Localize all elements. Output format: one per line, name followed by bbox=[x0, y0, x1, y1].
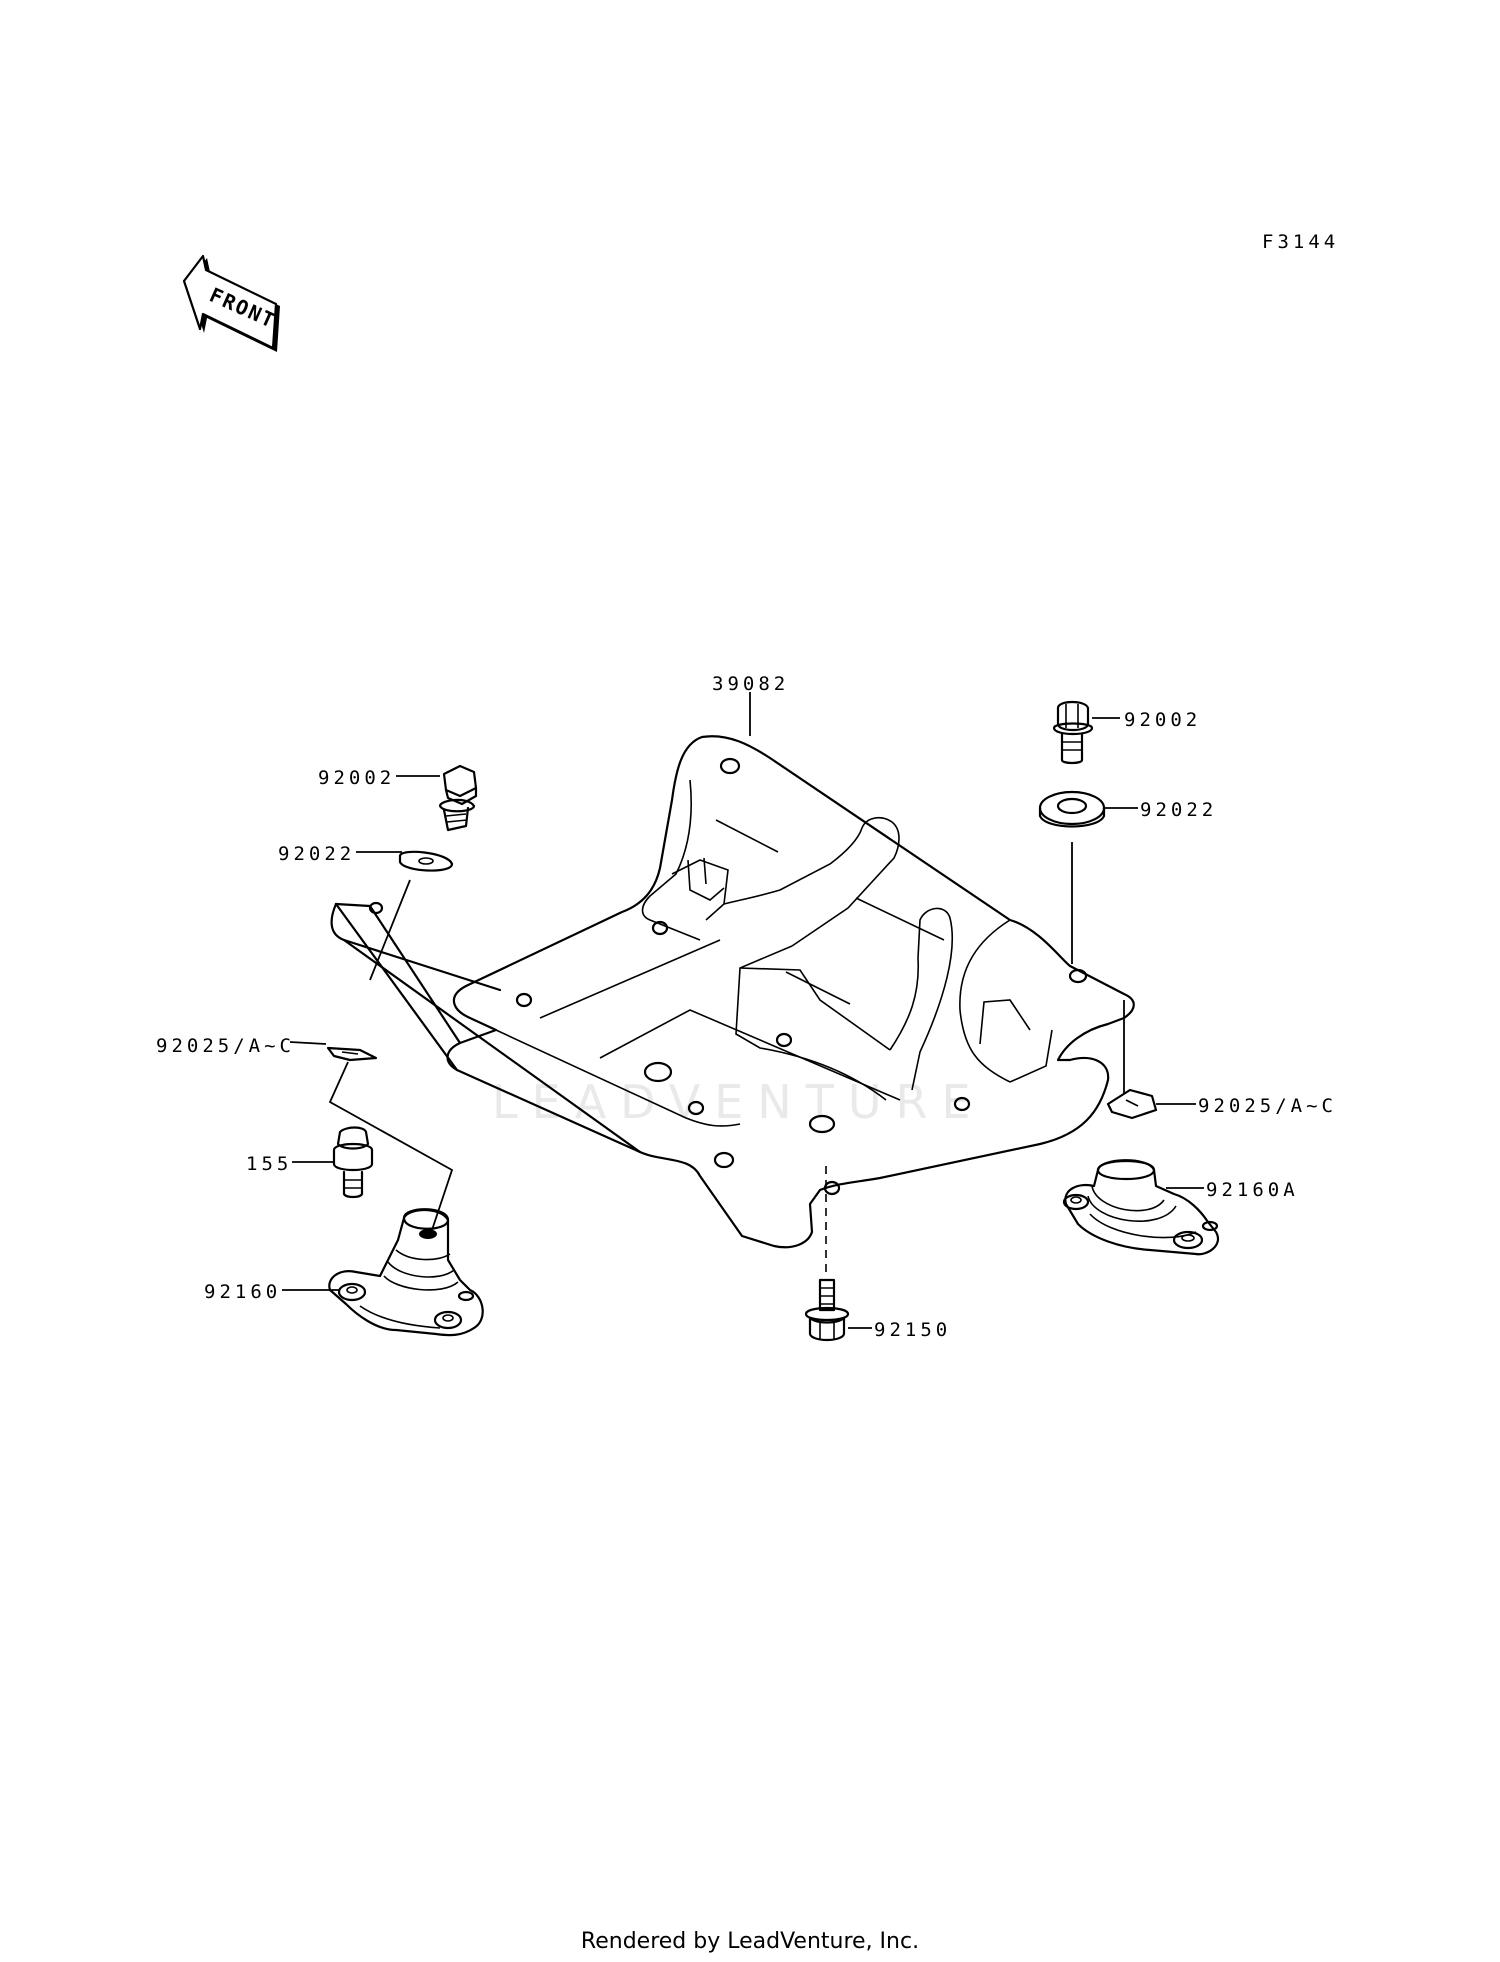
plug-bolt-155 bbox=[332, 1126, 374, 1199]
label-92022-left: 92022 bbox=[278, 843, 355, 865]
engine-mount-left-92160 bbox=[328, 1208, 484, 1337]
bolt-right-92002 bbox=[1052, 700, 1094, 765]
frame-guard-39082 bbox=[330, 735, 1135, 1249]
shim-right-92025 bbox=[1106, 1088, 1158, 1120]
watermark-text: LEADVENTURE bbox=[492, 1075, 985, 1129]
bolt-left-92002 bbox=[438, 764, 478, 832]
diagram-ref-code: F3144 bbox=[1262, 231, 1339, 253]
label-92022-right: 92022 bbox=[1140, 799, 1217, 821]
engine-mount-right-92160a bbox=[1062, 1159, 1219, 1256]
label-39082: 39082 bbox=[712, 673, 789, 695]
label-92150: 92150 bbox=[874, 1319, 951, 1341]
footer-credit: Rendered by LeadVenture, Inc. bbox=[581, 1929, 919, 1954]
leader-lines bbox=[282, 692, 1204, 1329]
label-92025-right: 92025/A~C bbox=[1198, 1095, 1337, 1117]
label-92160a: 92160A bbox=[1206, 1179, 1299, 1201]
label-92160: 92160 bbox=[204, 1281, 281, 1303]
label-92025-left: 92025/A~C bbox=[156, 1035, 295, 1057]
label-155: 155 bbox=[246, 1153, 292, 1175]
washer-left-92022 bbox=[398, 850, 454, 872]
bolt-bottom-92150 bbox=[804, 1278, 850, 1342]
label-92002-right: 92002 bbox=[1124, 709, 1201, 731]
front-arrow-icon: FRONT bbox=[182, 254, 280, 352]
shim-left-92025 bbox=[326, 1046, 378, 1062]
washer-right-92022 bbox=[1038, 790, 1106, 828]
label-92002-left: 92002 bbox=[318, 767, 395, 789]
